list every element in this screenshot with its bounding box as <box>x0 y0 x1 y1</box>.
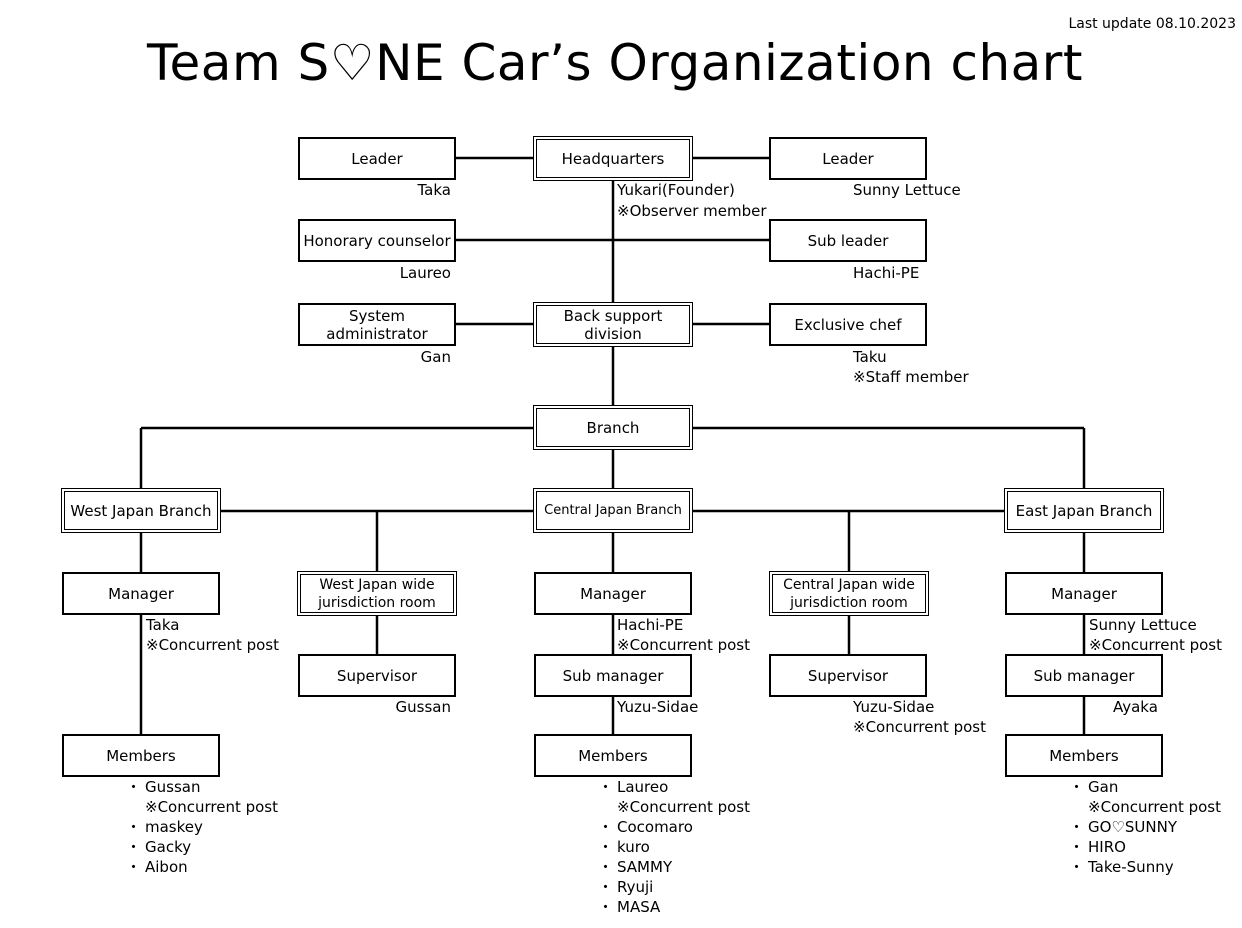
member-item: MASA <box>598 897 750 917</box>
node-east-japan-branch: East Japan Branch <box>1004 488 1164 533</box>
node-central-sub-manager: Sub manager <box>534 654 692 697</box>
node-west-supervisor: Supervisor <box>298 654 456 697</box>
node-system-administrator: System administrator <box>298 303 456 346</box>
node-central-supervisor: Supervisor <box>769 654 927 697</box>
person-headquarters-name: Yukari(Founder) <box>617 181 735 199</box>
node-east-members: Members <box>1005 734 1163 777</box>
member-item: GO♡SUNNY <box>1069 817 1221 837</box>
person-central-manager-name: Hachi-PE <box>617 616 684 634</box>
west-members-list: Gussan ※Concurrent post maskey Gacky Aib… <box>126 777 279 877</box>
node-leader-left: Leader <box>298 137 456 180</box>
person-east-manager-name: Sunny Lettuce <box>1089 616 1197 634</box>
member-item: Gussan <box>126 777 278 797</box>
last-update-text: Last update 08.10.2023 <box>1068 16 1236 32</box>
person-leader-left: Taka <box>417 181 452 199</box>
node-sub-leader: Sub leader <box>769 219 927 262</box>
east-members-list: Gan ※Concurrent post GO♡SUNNY HIRO Take-… <box>1069 777 1222 877</box>
member-item: Take-Sunny <box>1069 857 1221 877</box>
member-note: ※Concurrent post <box>1088 798 1222 816</box>
node-honorary-counselor: Honorary counselor <box>298 219 456 262</box>
person-system-administrator: Gan <box>420 348 451 366</box>
node-central-japan-branch: Central Japan Branch <box>533 488 693 533</box>
member-note: ※Concurrent post <box>145 798 279 816</box>
node-west-members: Members <box>62 734 220 777</box>
node-leader-right: Leader <box>769 137 927 180</box>
person-honorary-counselor: Laureo <box>399 264 451 282</box>
page-title: Team S♡NE Car’s Organization chart <box>147 34 1083 92</box>
node-back-support-division: Back support division <box>533 302 693 347</box>
node-west-manager: Manager <box>62 572 220 615</box>
node-exclusive-chef: Exclusive chef <box>769 303 927 346</box>
person-central-manager-note: ※Concurrent post <box>617 636 751 654</box>
node-central-manager: Manager <box>534 572 692 615</box>
person-central-supervisor-name: Yuzu-Sidae <box>853 698 935 716</box>
member-item: Ryuji <box>598 877 750 897</box>
person-west-supervisor: Gussan <box>395 698 451 716</box>
person-headquarters-note: ※Observer member <box>617 202 767 220</box>
member-item: Gan <box>1069 777 1221 797</box>
node-west-wide-jurisdiction-room: West Japan wide jurisdiction room <box>297 571 457 616</box>
node-branch: Branch <box>533 405 693 450</box>
central-members-list: Laureo ※Concurrent post Cocomaro kuro SA… <box>598 777 751 917</box>
node-headquarters: Headquarters <box>533 136 693 181</box>
member-item: SAMMY <box>598 857 750 877</box>
node-central-members: Members <box>534 734 692 777</box>
person-leader-right: Sunny Lettuce <box>853 181 961 199</box>
member-note: ※Concurrent post <box>617 798 751 816</box>
member-item: HIRO <box>1069 837 1221 857</box>
person-central-sub-manager: Yuzu-Sidae <box>617 698 699 716</box>
node-east-manager: Manager <box>1005 572 1163 615</box>
person-east-sub-manager: Ayaka <box>1113 698 1158 716</box>
member-item: kuro <box>598 837 750 857</box>
person-central-supervisor-note: ※Concurrent post <box>853 718 987 736</box>
member-item: Laureo <box>598 777 750 797</box>
person-east-manager-note: ※Concurrent post <box>1089 636 1223 654</box>
person-exclusive-chef-note: ※Staff member <box>853 368 969 386</box>
member-item: maskey <box>126 817 278 837</box>
person-sub-leader: Hachi-PE <box>853 264 920 282</box>
member-item: Aibon <box>126 857 278 877</box>
member-item: Cocomaro <box>598 817 750 837</box>
person-west-manager-note: ※Concurrent post <box>146 636 280 654</box>
node-west-japan-branch: West Japan Branch <box>61 488 221 533</box>
person-west-manager-name: Taka <box>146 616 180 634</box>
node-central-wide-jurisdiction-room: Central Japan wide jurisdiction room <box>769 571 929 616</box>
person-exclusive-chef-name: Taku <box>853 348 887 366</box>
node-east-sub-manager: Sub manager <box>1005 654 1163 697</box>
member-item: Gacky <box>126 837 278 857</box>
